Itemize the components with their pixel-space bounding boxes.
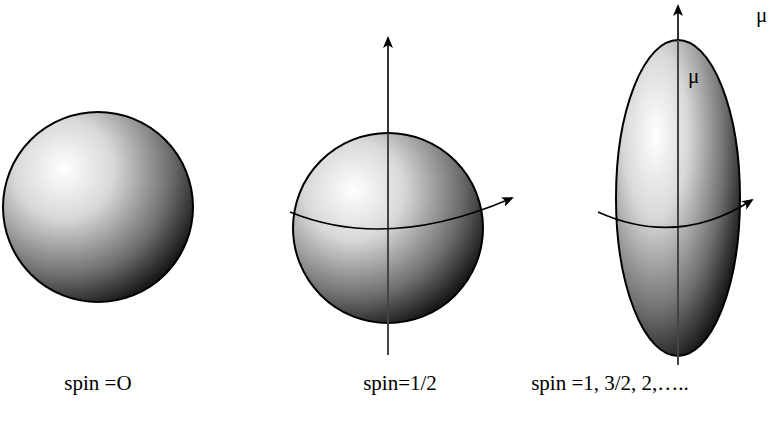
moment-symbol: μ [756, 4, 767, 27]
spin-axis [387, 133, 389, 355]
moment-symbol: μ [688, 65, 699, 88]
spin-axis [677, 6, 679, 365]
rotation-arrow [598, 200, 752, 227]
spin-axis [677, 40, 679, 365]
spin-label: spin =O [64, 372, 131, 395]
spin-label: spin =1, 3/2, 2,….. [531, 372, 689, 395]
rotation-arrow [290, 198, 512, 229]
sphere [3, 112, 193, 302]
spin-axis [387, 38, 389, 355]
spin-label: spin=1/2 [363, 372, 437, 395]
